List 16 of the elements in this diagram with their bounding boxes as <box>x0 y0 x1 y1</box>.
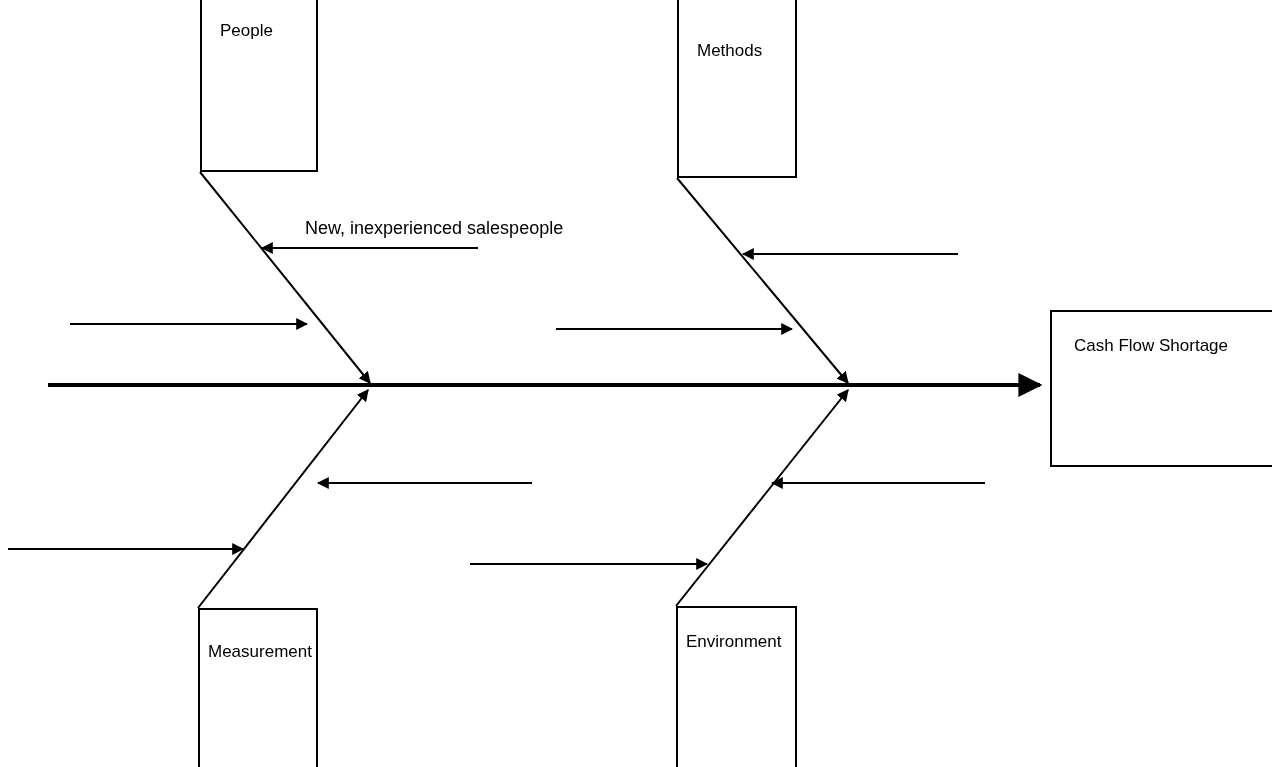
bone-arrow <box>197 389 369 609</box>
category-label: People <box>220 20 273 42</box>
category-box <box>198 608 318 767</box>
category-box <box>677 0 797 178</box>
spine-arrow <box>48 373 1043 397</box>
category-box <box>200 0 318 172</box>
category-box <box>676 606 797 767</box>
category-label: Environment <box>686 631 782 653</box>
bone-arrow <box>199 171 371 384</box>
category-label: Measurement <box>208 641 312 663</box>
effect-box <box>1050 310 1272 467</box>
category-label: Methods <box>697 40 763 62</box>
bone-arrow <box>676 177 849 384</box>
bone-arrow <box>675 389 849 607</box>
effect-label: Cash Flow Shortage <box>1074 335 1230 357</box>
cause-label: New, inexperienced salespeople <box>303 218 566 238</box>
